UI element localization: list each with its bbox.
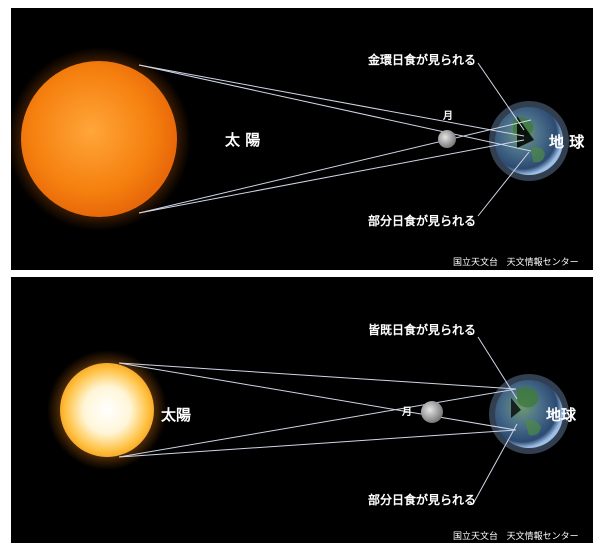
callout-line-lower xyxy=(472,423,518,505)
earth-label: 地球 xyxy=(546,406,577,424)
lower-callout-label: 部分日食が見られる xyxy=(368,214,477,228)
moon xyxy=(438,130,456,148)
earth-label: 地 球 xyxy=(549,133,585,151)
sun xyxy=(21,61,177,217)
credit-text: 国立天文台 天文情報センター xyxy=(453,529,579,542)
annular-eclipse-diagram xyxy=(11,47,569,231)
light-rays xyxy=(138,62,532,217)
ray xyxy=(118,429,517,458)
ray xyxy=(118,362,517,390)
ray xyxy=(118,362,517,431)
earth xyxy=(495,380,563,448)
earth-continent xyxy=(525,419,541,436)
upper-callout-label: 金環日食が見られる xyxy=(368,53,477,67)
ray xyxy=(138,64,532,152)
credit-text: 国立天文台 天文情報センター xyxy=(453,255,579,268)
light-rays xyxy=(118,336,518,505)
credit-org: 国立天文台 xyxy=(453,258,499,268)
lower-callout-label: 部分日食が見られる xyxy=(368,493,477,507)
moon-label: 月 xyxy=(443,111,453,122)
upper-callout-label: 皆既日食が見られる xyxy=(368,323,477,337)
annular-eclipse-panel: 太 陽 月 地 球 金環日食が見られる 部分日食が見られる 国立天文台 天文情報… xyxy=(11,8,593,270)
total-eclipse-panel: 太陽 月 地球 皆既日食が見られる 部分日食が見られる 国立天文台 天文情報セン… xyxy=(11,277,593,543)
ray xyxy=(138,139,525,214)
ray xyxy=(138,119,532,214)
callout-line-lower xyxy=(477,151,530,217)
ray xyxy=(118,388,517,458)
umbra-shadow xyxy=(517,116,534,148)
sun-label: 太陽 xyxy=(161,406,192,424)
sun-label: 太 陽 xyxy=(225,131,261,149)
total-eclipse-diagram xyxy=(47,336,569,505)
callout-line-upper xyxy=(477,336,518,400)
credit-dept: 天文情報センター xyxy=(506,258,579,268)
moon-label: 月 xyxy=(402,407,412,418)
sun xyxy=(60,363,154,457)
ray xyxy=(138,64,525,137)
earth-continent xyxy=(517,386,539,408)
earth-continent xyxy=(531,146,545,163)
credit-org: 国立天文台 xyxy=(453,532,499,542)
umbra-shadow xyxy=(511,398,521,418)
moon xyxy=(421,401,443,423)
credit-dept: 天文情報センター xyxy=(506,532,579,542)
callout-line-upper xyxy=(477,62,525,131)
